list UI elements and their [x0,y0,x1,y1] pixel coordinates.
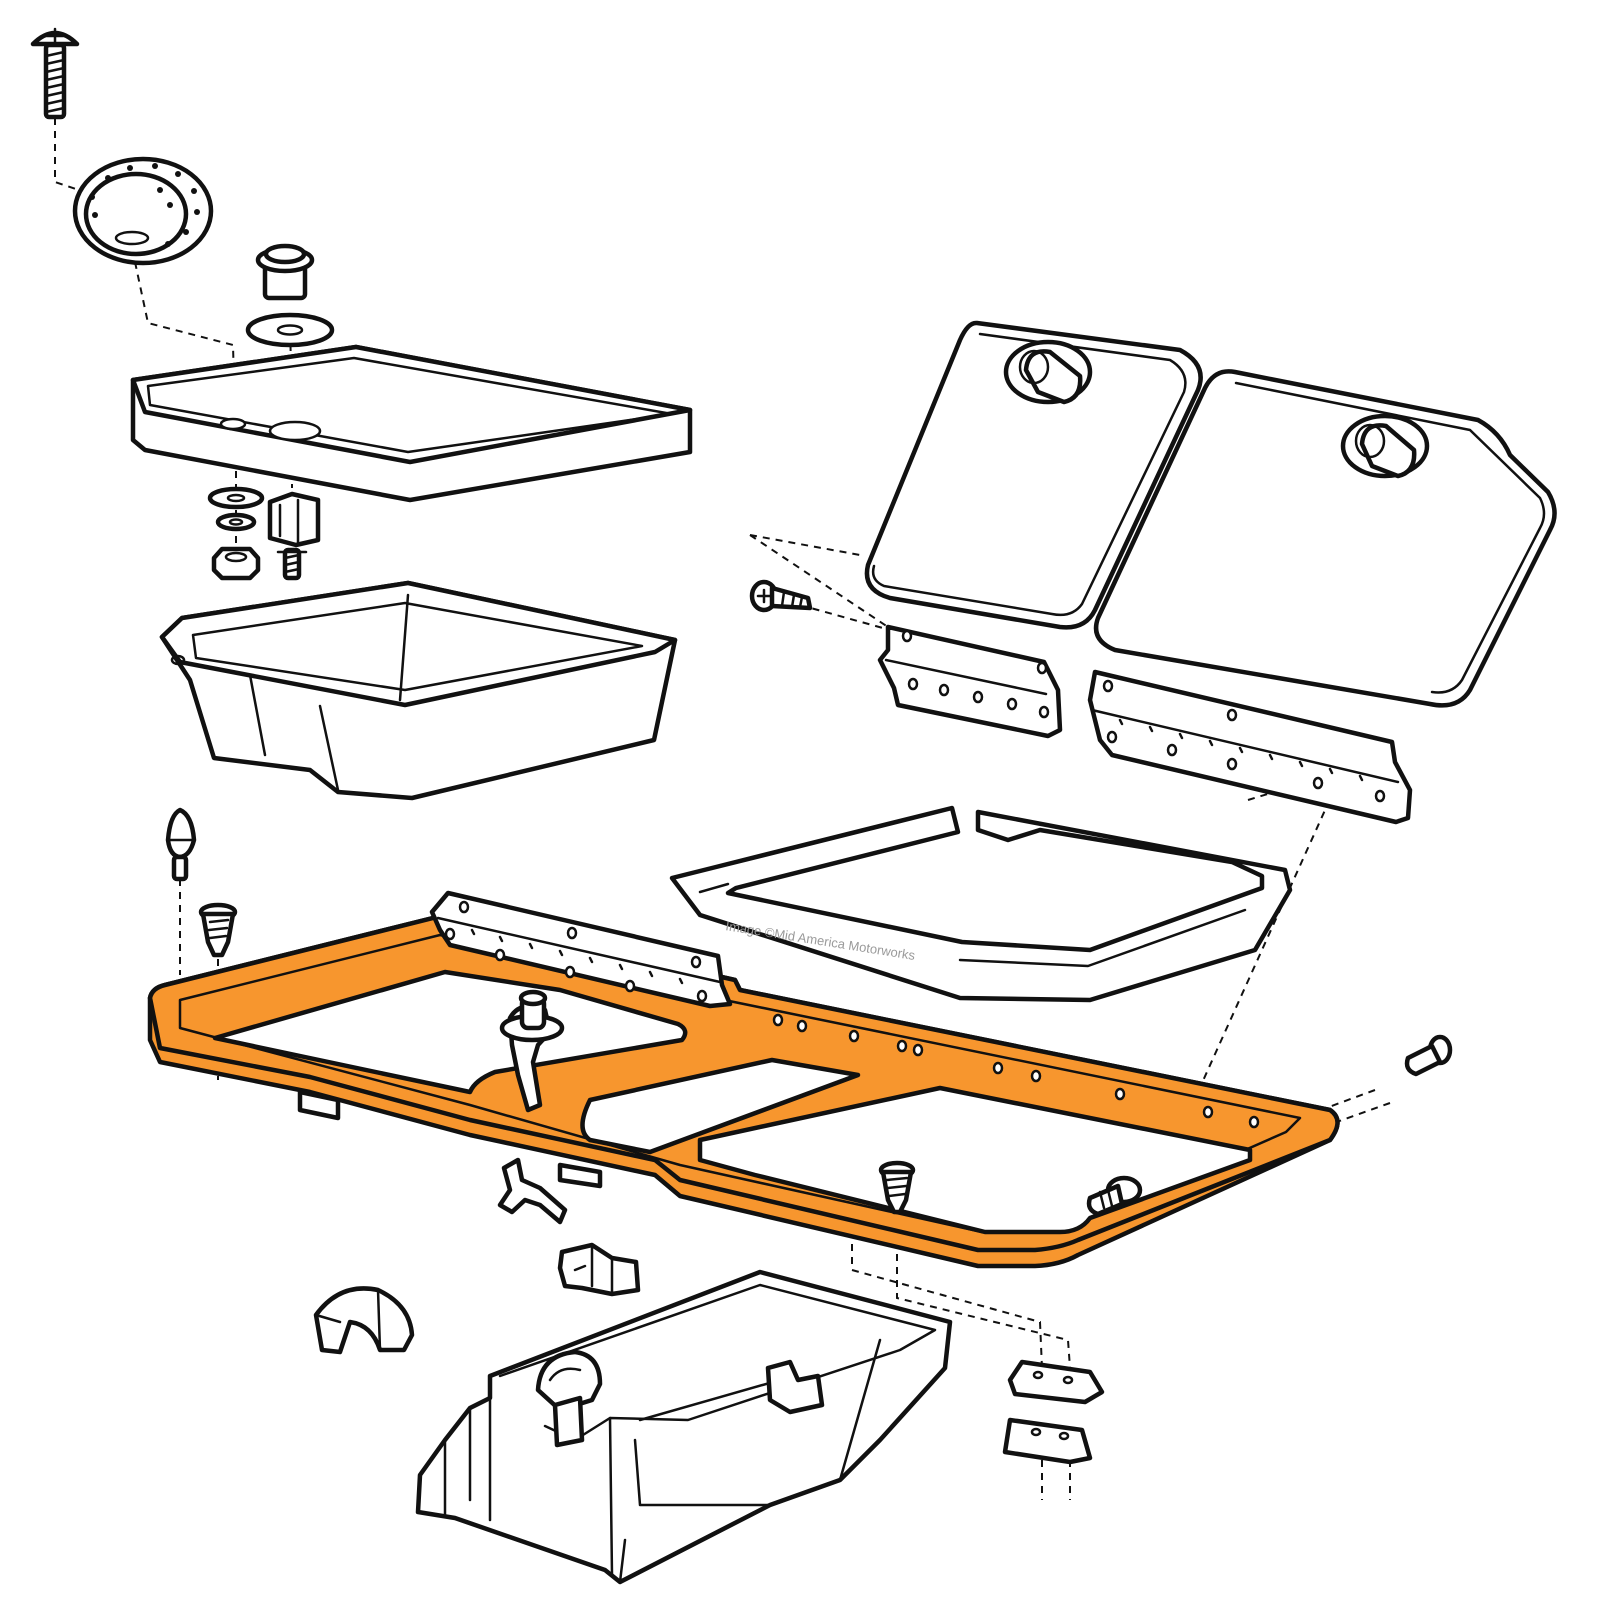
frame-screw-center [878,1160,916,1215]
side-screw [1404,1034,1453,1077]
left-hinge-strip [877,624,1063,739]
gasket-seal [669,805,1293,1003]
console-bin [415,1269,953,1585]
perforated-ring [72,156,214,266]
latch-mechanism [497,989,568,1225]
console-base-frame [147,912,1340,1269]
left-door-lid [864,320,1203,630]
top-screw [30,27,80,120]
frame-hinge-strip [429,890,733,1009]
latch-clip [557,1242,641,1297]
frame-screw-right [1086,1175,1143,1217]
right-hinge-strip [1087,669,1413,825]
frame-screw-left [198,902,238,958]
tray-lid [130,344,693,503]
storage-tray [159,580,678,801]
flat-washer [245,312,335,348]
right-door-lid [1093,369,1557,708]
small-hardware [207,486,321,581]
hinge-plates [1002,1359,1105,1465]
bullet-plug [165,807,197,882]
lid-knob [255,243,315,301]
half-round-bumper [313,1286,415,1355]
hinge-screw-top [749,579,813,613]
